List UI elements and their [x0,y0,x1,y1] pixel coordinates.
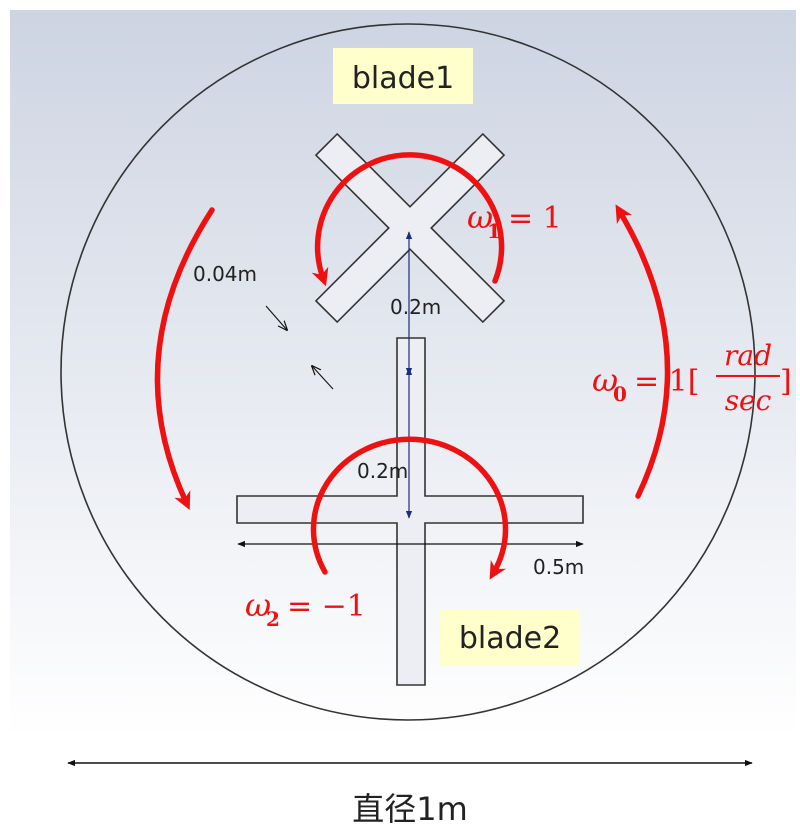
blade-length-label: 0.5m [533,555,584,579]
thickness-pointer-upper [265,305,287,330]
upper-distance-label: 0.2m [390,295,441,319]
rotation-arrow-tank-right [615,204,671,499]
lower-distance-label: 0.2m [357,459,408,483]
diameter-label: 直径1m [352,790,468,828]
svg-text:2: 2 [266,607,280,631]
svg-text:= 1: = 1 [508,201,562,236]
rotation-arrow-blade2 [310,436,509,580]
tank-outline [60,23,756,721]
svg-text:= 1[: = 1[ [634,364,699,399]
svg-text:= −1: = −1 [287,589,366,624]
rotation-arrow-tank-left [154,207,215,510]
rotation-arrow-blade1 [311,152,505,287]
blade2-label-box [440,610,580,666]
svg-text:ω: ω [592,361,618,399]
blade1-label-box [333,48,473,104]
svg-text:sec: sec [725,384,772,417]
svg-text:1: 1 [487,219,501,243]
omega2-equation: ω 2 = −1 [245,586,366,631]
thickness-pointer-lower [312,366,334,390]
blade2-label: blade2 [459,621,561,656]
svg-text:]: ] [780,364,792,399]
blade1-shape [314,132,506,324]
omega0-equation: ω 0 = 1[ rad sec ] [592,339,792,417]
svg-text:0: 0 [613,382,627,406]
svg-text:ω: ω [467,198,493,236]
svg-text:rad: rad [724,339,772,372]
blade1-label: blade1 [352,61,454,96]
svg-text:ω: ω [245,586,271,624]
thickness-label: 0.04m [193,262,257,286]
omega1-equation: ω 1 = 1 [467,198,562,243]
